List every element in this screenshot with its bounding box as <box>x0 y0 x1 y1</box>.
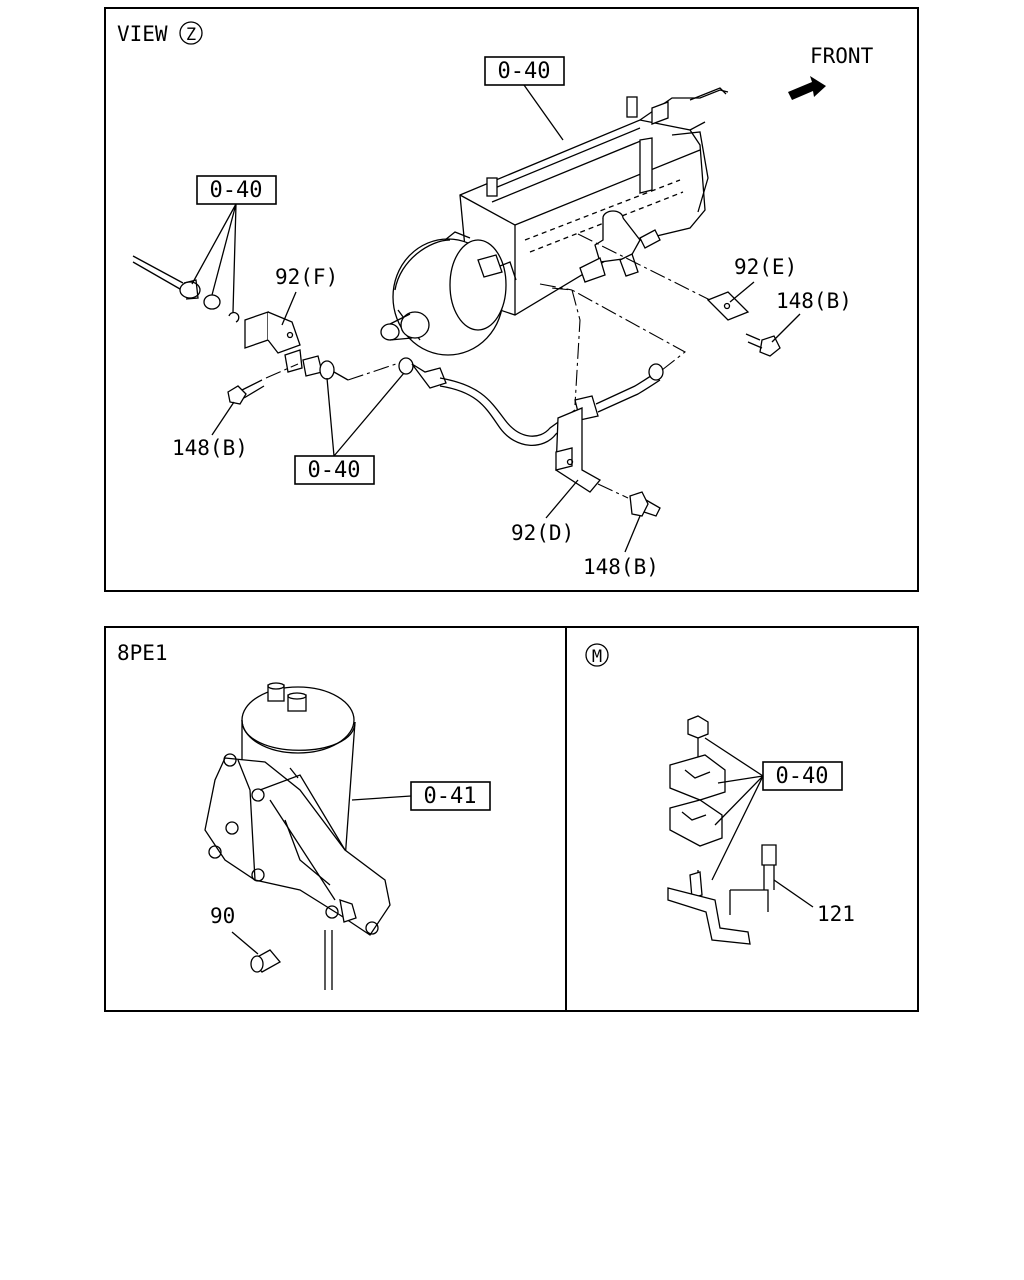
leader-spacer <box>231 931 259 955</box>
bracket-f <box>244 311 303 373</box>
view-z-symbol-circle <box>179 21 203 45</box>
bracket-d <box>555 407 602 493</box>
bracket-d-label: 92(D) <box>511 521 574 545</box>
bracket-f-label: 92(F) <box>275 265 338 289</box>
leader-left-fittings <box>191 203 237 313</box>
panel-view-m <box>565 626 919 1012</box>
spacer-label: 90 <box>210 904 235 928</box>
bolt-121-label: 121 <box>817 902 855 926</box>
panel-8pe1 <box>104 626 567 1012</box>
leader-pump <box>523 84 564 141</box>
leader-bracket-f <box>281 291 297 326</box>
bolt-left <box>227 379 265 405</box>
leader-bracket-e <box>729 281 755 303</box>
panel-view-z <box>104 7 919 592</box>
fuel-filter <box>204 682 391 990</box>
view-m-symbol: M <box>592 647 602 667</box>
clamp-assembly <box>667 715 777 945</box>
bolt-right-label: 148(B) <box>776 289 852 313</box>
leader-bolt-right <box>771 313 801 343</box>
bracket-e-label: 92(E) <box>734 255 797 279</box>
leader-bolt-left <box>211 401 235 436</box>
ref-label-filter: 0-41 <box>424 784 477 809</box>
left-feed-pipe <box>132 255 240 323</box>
leader-bolt-bottom <box>624 515 641 553</box>
ref-box-left-fittings[interactable] <box>196 175 277 205</box>
bolt-right <box>745 333 781 357</box>
leader-clamp <box>704 737 764 881</box>
leader-bracket-d <box>545 479 579 519</box>
ref-label-left-fittings: 0-40 <box>210 178 263 203</box>
front-arrow-icon <box>788 76 826 100</box>
front-label: FRONT <box>810 44 874 68</box>
ref-label-clamp: 0-40 <box>776 764 829 789</box>
bolt-bottom-label: 148(B) <box>583 555 659 579</box>
ref-box-pump[interactable] <box>484 56 565 86</box>
view-m-symbol-circle <box>585 643 609 667</box>
view-z-symbol: Z <box>186 25 196 45</box>
leader-filter <box>351 795 412 801</box>
ref-label-pipe-fittings: 0-40 <box>308 458 361 483</box>
ref-box-filter[interactable] <box>410 781 491 811</box>
injection-pump <box>380 87 729 356</box>
view-z-title: VIEW <box>117 22 168 46</box>
leader-pipe-fittings <box>326 372 405 457</box>
spacer-part <box>250 949 282 973</box>
bolt-left-label: 148(B) <box>172 436 248 460</box>
bolt-bottom <box>629 491 661 517</box>
8pe1-title: 8PE1 <box>117 641 168 665</box>
ref-label-pump: 0-40 <box>498 59 551 84</box>
leader-bolt-121 <box>773 879 814 908</box>
bracket-e <box>706 291 750 321</box>
